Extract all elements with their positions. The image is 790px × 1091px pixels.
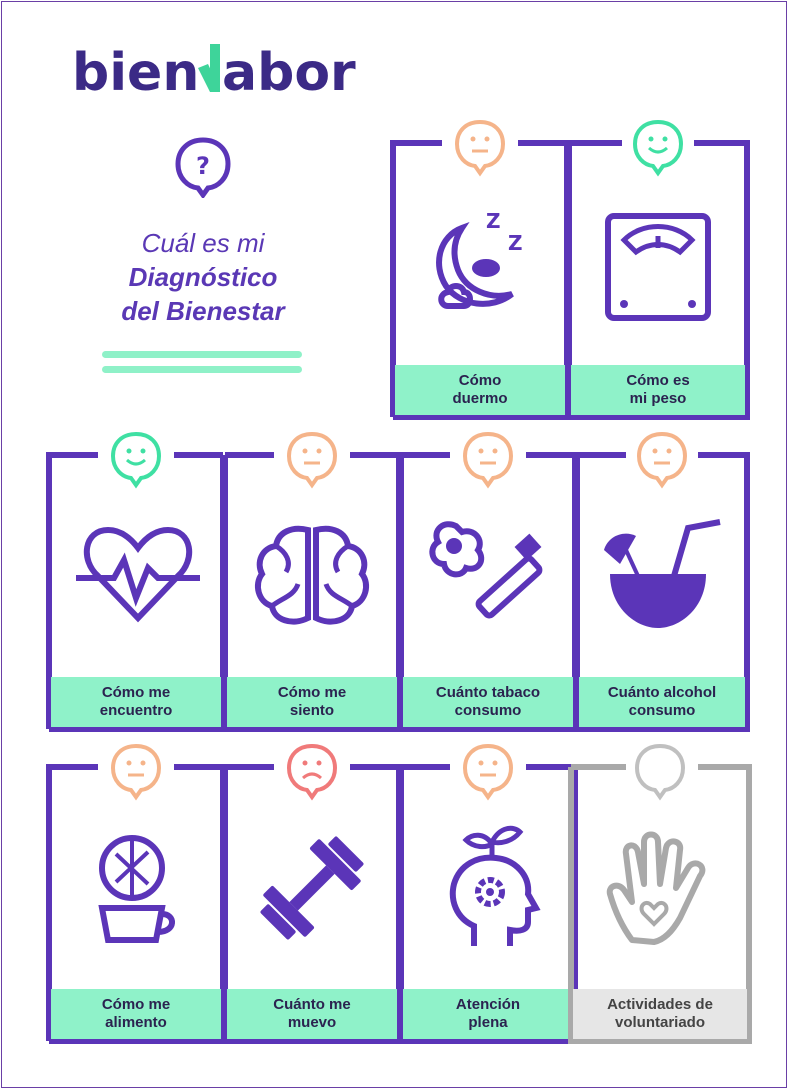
bienlabor-logo: bien abor [72,43,356,102]
logo-check-mark [198,44,220,92]
decorative-line-2 [102,366,302,373]
neutral-face-icon [462,743,514,801]
empty-face-icon [634,743,686,801]
decorative-line-1 [102,351,302,358]
title-line-2: Diagnóstico [128,262,278,292]
happy-face-icon [110,431,162,489]
cocktail-icon [604,519,721,628]
question-bubble-icon: ? [175,137,231,198]
logo-text-left: bien [72,43,199,102]
hand-heart-icon [606,831,706,945]
dumbbell-icon [260,836,364,940]
mindful-head-icon [449,825,541,946]
moon-sleep-icon: Z Z [436,209,523,309]
sad-face-icon [286,743,338,801]
food-cup-icon [98,835,175,943]
brain-icon [254,525,370,625]
card-frame [568,764,752,1044]
neutral-face-icon [286,431,338,489]
card-frame [574,452,750,732]
card-frame [566,140,750,420]
svg-text:Z: Z [486,209,501,233]
svg-text:Z: Z [508,231,523,255]
title-line-3: del Bienestar [121,296,285,326]
neutral-face-icon [462,431,514,489]
scale-icon [605,213,711,321]
heartbeat-icon [76,526,200,623]
neutral-face-icon [454,119,506,177]
neutral-face-icon [110,743,162,801]
svg-text:?: ? [196,152,210,180]
cigarette-icon [429,521,543,619]
logo-text-right: abor [222,43,356,102]
happy-face-icon [632,119,684,177]
title-line-1: Cuál es mi [141,228,265,258]
page-title: Cuál es mi Diagnóstico del Bienestar [90,226,316,328]
neutral-face-icon [636,431,688,489]
